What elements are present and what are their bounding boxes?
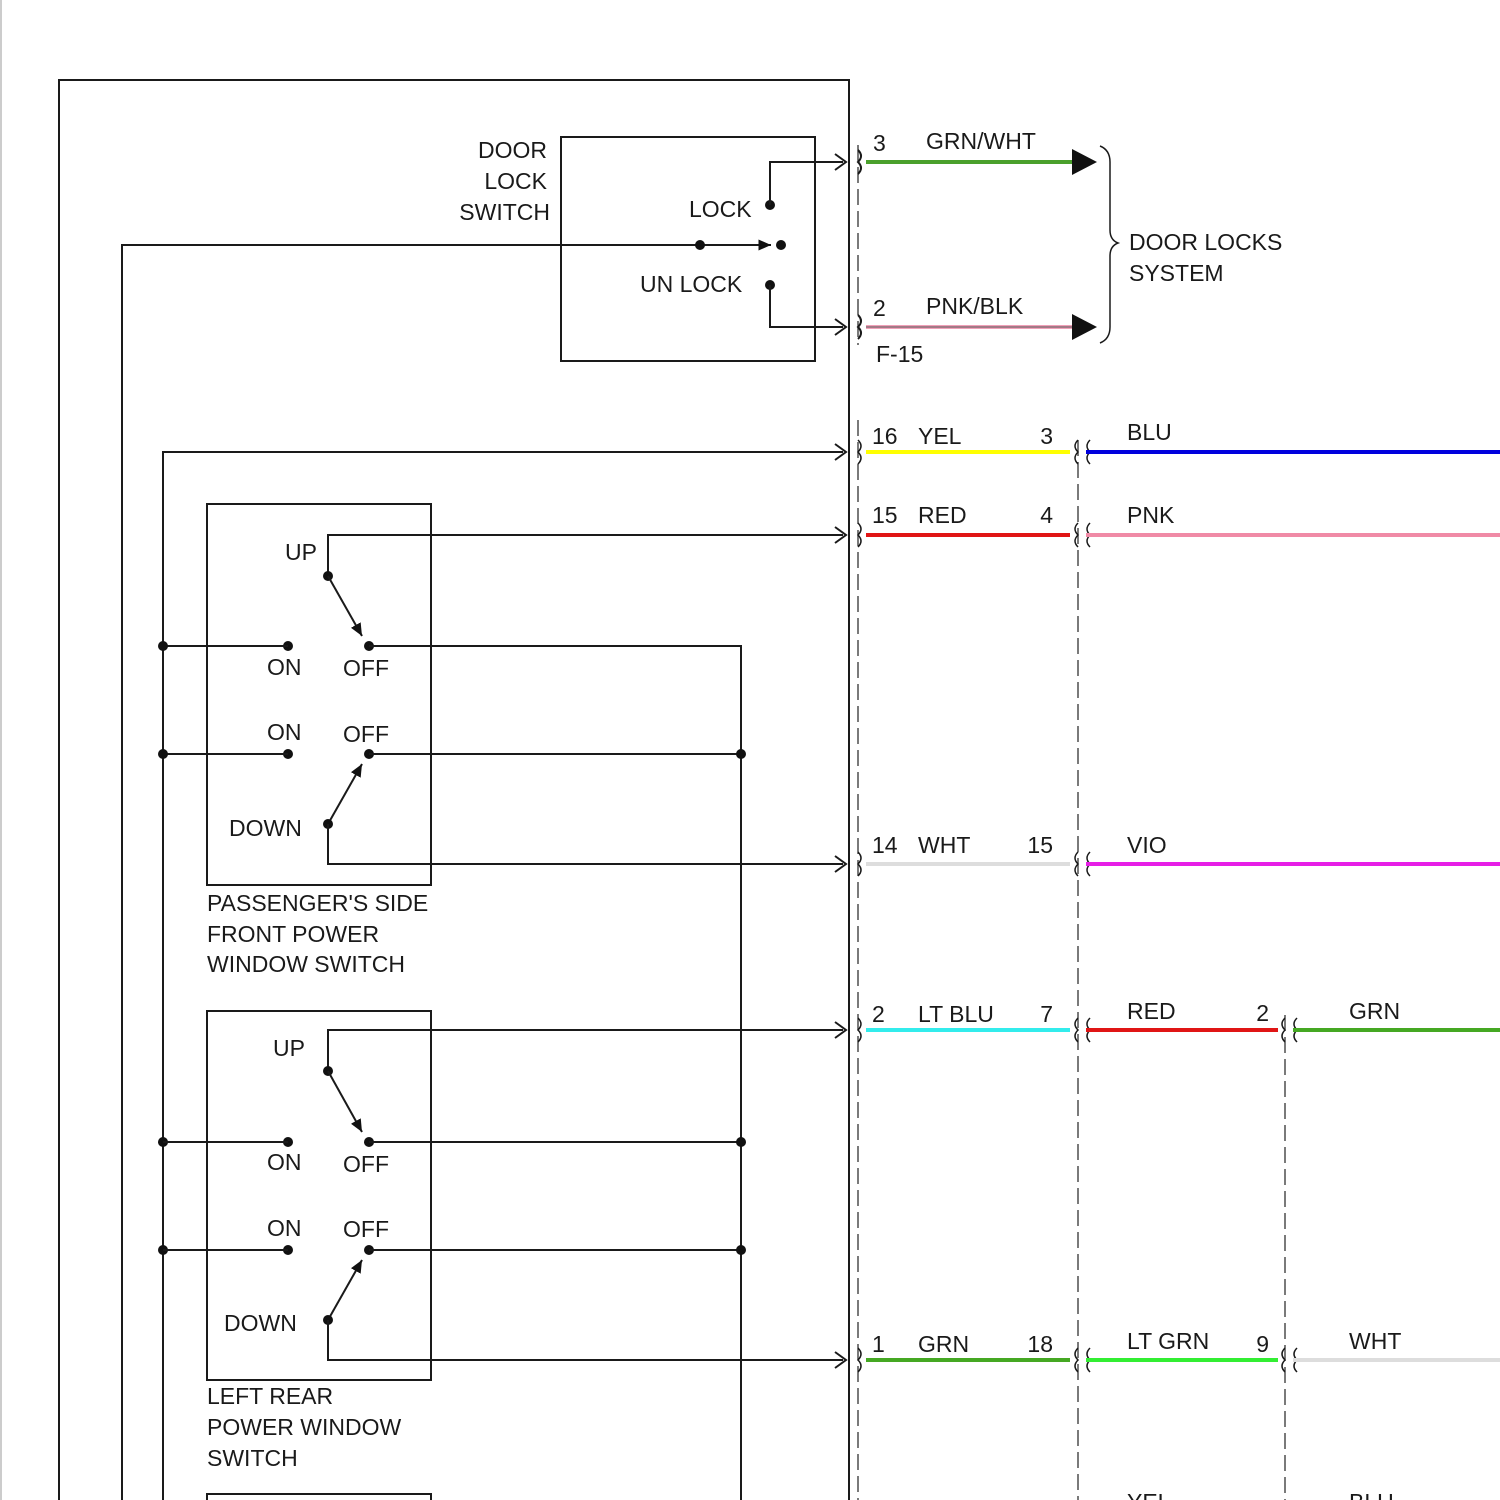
system-brace-icon	[1100, 146, 1118, 343]
wire-color-label: GRN	[1349, 998, 1400, 1024]
passenger-down-arm	[328, 764, 362, 824]
pin-label: 1	[872, 1331, 885, 1357]
lock-output-wire	[770, 162, 843, 205]
passenger-off-2-label: OFF	[343, 721, 389, 747]
lock-pivot-node	[695, 240, 705, 250]
lock-label: LOCK	[689, 196, 752, 222]
circuit-row: 1 GRN 18 LT GRN 9 WHT	[858, 1328, 1500, 1372]
passenger-on-1-label: ON	[267, 654, 302, 680]
pin-label: 15	[872, 502, 898, 528]
passenger-up-label: UP	[285, 539, 317, 565]
rear-switch-title-3: SWITCH	[207, 1445, 298, 1471]
wire-color-label: WHT	[1349, 1328, 1401, 1354]
passenger-switch-title-1: PASSENGER'S SIDE	[207, 890, 428, 916]
wire-color-label: RED	[918, 502, 967, 528]
rear-down-arm	[328, 1260, 362, 1320]
pin-label: 7	[1040, 1001, 1053, 1027]
junction-node	[736, 1245, 746, 1255]
wire-color-label: YEL	[918, 423, 962, 449]
pin-label: 15	[1027, 832, 1053, 858]
rear-up-label: UP	[273, 1035, 305, 1061]
passenger-off-1-label: OFF	[343, 655, 389, 681]
rear-window-switch: UP ON OFF ON OFF DOWN LEFT REAR POWER WI…	[163, 1011, 846, 1471]
rear-down-wire	[328, 1320, 843, 1360]
rear-switch-title-2: POWER WINDOW	[207, 1414, 401, 1440]
wire-color-label: GRN	[918, 1331, 969, 1357]
connector-label: F-15	[876, 341, 923, 367]
rear-off-1-label: OFF	[343, 1151, 389, 1177]
arrowhead-icon	[1072, 314, 1097, 340]
circuit-row: 16 YEL 3 BLU	[858, 419, 1500, 464]
pin-2-label: 2	[873, 295, 886, 321]
circuit-row: 15 RED 4 PNK	[858, 502, 1500, 547]
rear-on-1-label: ON	[267, 1149, 302, 1175]
partial-wire-label: YEL	[1127, 1489, 1171, 1500]
door-lock-switch-title-2: LOCK	[484, 168, 547, 194]
wire-grn-wht-label: GRN/WHT	[926, 128, 1036, 154]
rear-off-2-label: OFF	[343, 1216, 389, 1242]
passenger-switch-title-2: FRONT POWER	[207, 921, 379, 947]
unlock-label: UN LOCK	[640, 271, 743, 297]
door-lock-switch-title-1: DOOR	[478, 137, 547, 163]
lock-common-node	[776, 240, 786, 250]
bus-node	[158, 641, 168, 651]
door-locks-system-label-1: DOOR LOCKS	[1129, 229, 1282, 255]
pin-label: 18	[1027, 1331, 1053, 1357]
wire-color-label: PNK	[1127, 502, 1175, 528]
wire-color-label: LT GRN	[1127, 1328, 1209, 1354]
passenger-switch-title-3: WINDOW SWITCH	[207, 951, 405, 977]
passenger-up-arm	[328, 576, 362, 636]
pin-label: 9	[1256, 1331, 1269, 1357]
lock-feed-wire	[122, 245, 700, 1500]
wire-pnk-blk-label: PNK/BLK	[926, 293, 1024, 319]
wire-color-label: VIO	[1127, 832, 1167, 858]
rear-on-2-label: ON	[267, 1215, 302, 1241]
bus-node	[158, 749, 168, 759]
wire-color-label: LT BLU	[918, 1001, 994, 1027]
partial-wire-label: BLU	[1349, 1489, 1394, 1500]
passenger-down-wire	[328, 824, 843, 864]
wire-color-label: RED	[1127, 998, 1176, 1024]
passenger-off-1-wire	[369, 646, 741, 1500]
circuit-row: 2 LT BLU 7 RED 2 GRN	[858, 998, 1500, 1042]
passenger-on-2-label: ON	[267, 719, 302, 745]
arrowhead-icon	[1072, 149, 1097, 175]
rear-switch-title-1: LEFT REAR	[207, 1383, 333, 1409]
pin-label: 16	[872, 423, 898, 449]
door-lock-wires: 3 GRN/WHT 2 PNK/BLK F-15 DOOR LOCKS SYST…	[858, 128, 1282, 367]
junction-node	[736, 1137, 746, 1147]
rear-up-wire	[328, 1030, 843, 1071]
circuit-row: 14 WHT 15 VIO	[858, 832, 1500, 876]
junction-node	[736, 749, 746, 759]
door-lock-switch-title-3: SWITCH	[459, 199, 550, 225]
pin-label: 4	[1040, 502, 1053, 528]
wire-color-label: WHT	[918, 832, 970, 858]
wire-color-label: BLU	[1127, 419, 1172, 445]
passenger-up-wire	[328, 535, 843, 576]
pin-label: 14	[872, 832, 898, 858]
door-locks-system-label-2: SYSTEM	[1129, 260, 1224, 286]
pin-3-label: 3	[873, 130, 886, 156]
rear-down-label: DOWN	[224, 1310, 297, 1336]
passenger-down-label: DOWN	[229, 815, 302, 841]
rear-up-arm	[328, 1071, 362, 1132]
pin-label: 2	[872, 1001, 885, 1027]
pin-label: 3	[1040, 423, 1053, 449]
next-switch-box	[207, 1494, 431, 1500]
pin-label: 2	[1256, 1000, 1269, 1026]
unlock-output-wire	[770, 285, 843, 327]
passenger-window-switch: UP ON OFF ON OFF DOWN PASSENGER'S SIDE F…	[163, 504, 846, 1500]
